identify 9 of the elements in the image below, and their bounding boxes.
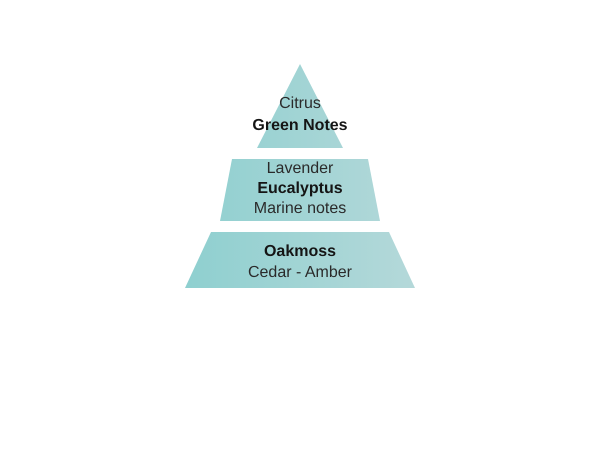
pyramid-tier [220,159,380,221]
note-text: Eucalyptus [257,179,343,199]
note-text: Oakmoss [264,242,336,262]
note-text: Cedar - Amber [248,263,352,283]
note-text: Lavender [266,159,334,179]
note-text: Citrus [279,94,321,114]
note-text: Marine notes [254,199,346,219]
note-text: Green Notes [252,116,348,136]
pyramid-tier [185,232,415,288]
